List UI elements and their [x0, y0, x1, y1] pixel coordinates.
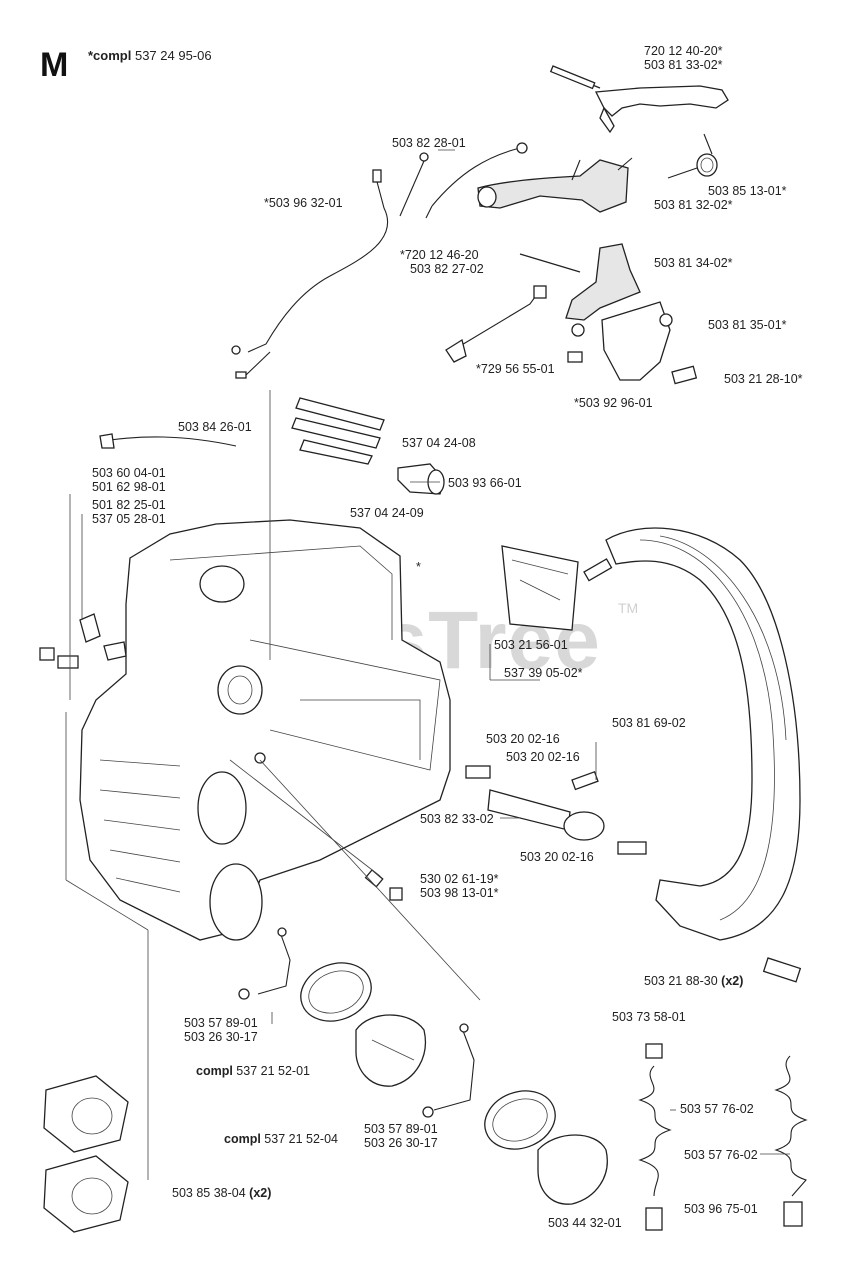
compl-number: 537 24 95-06: [134, 48, 212, 63]
leader-lines: [65, 149, 790, 1180]
rubber-buffer-lower: [43, 1155, 129, 1233]
rubber-buffer-upper: [43, 1075, 129, 1153]
screw-small-part: [364, 869, 403, 901]
part-label-l36: *: [416, 560, 421, 574]
rods-part: [291, 397, 385, 465]
part-label-l23: 503 20 02-16: [520, 850, 594, 864]
watermark-tm: TM: [618, 600, 639, 616]
spring-part-1: [638, 1043, 672, 1231]
plug-parts: [39, 613, 127, 669]
part-label-l7: 503 81 35-01*: [708, 318, 787, 332]
part-label-l22: 503 82 33-02: [420, 812, 494, 826]
section-letter: M: [40, 46, 69, 84]
spacer-bolts-part: [465, 765, 647, 855]
part-label-l16: 537 04 24-09: [350, 506, 424, 520]
part-label-l33: 503 85 38-04 (x2): [172, 1186, 272, 1200]
part-label-l12: 537 04 24-08: [402, 436, 476, 450]
part-label-l8: *729 56 55-01: [476, 362, 555, 376]
part-label-l10: *503 92 96-01: [574, 396, 653, 410]
handlebar-tube-part: [605, 527, 802, 983]
part-label-l27: 503 73 58-01: [612, 1010, 686, 1024]
part-label-l2: 503 82 28-01: [392, 136, 466, 150]
part-label-l25: 503 21 88-30 (x2): [644, 974, 744, 988]
part-label-l20: 503 20 02-16: [486, 732, 560, 746]
ignition-wire-part: [231, 152, 429, 379]
part-label-l35: 503 44 32-01: [548, 1216, 622, 1230]
part-label-l31: compl 537 21 52-04: [224, 1132, 338, 1146]
knob-part: [397, 463, 445, 495]
part-label-l6: 503 81 34-02*: [654, 256, 733, 270]
part-label-l4: 503 85 13-01*503 81 32-02*: [654, 184, 787, 212]
part-label-l19: 503 81 69-02: [612, 716, 686, 730]
compl-prefix: *compl: [88, 48, 132, 63]
spring-part-2: [774, 1055, 808, 1227]
part-label-l32: 503 57 76-02: [684, 1148, 758, 1162]
choke-rod-part: [445, 253, 581, 363]
throttle-cable-part: [425, 142, 528, 219]
part-label-l18: 537 39 05-02*: [504, 666, 583, 680]
choke-bracket-part: [565, 243, 698, 385]
part-label-l24: 530 02 61-19*503 98 13-01*: [420, 872, 499, 900]
part-label-l34: 503 96 75-01: [684, 1202, 758, 1216]
assembly-compl-label: *compl 537 24 95-06: [88, 48, 212, 63]
av-mount-lower: [422, 1023, 608, 1205]
crankcase-housing-part: [79, 519, 451, 941]
part-label-l28: compl 537 21 52-01: [196, 1064, 310, 1078]
torsion-spring-part: [667, 133, 718, 179]
part-label-l9: 503 21 28-10*: [724, 372, 803, 386]
part-label-l17: 503 21 56-01: [494, 638, 568, 652]
part-label-l29: 503 57 76-02: [680, 1102, 754, 1116]
filter-cover-part: [501, 545, 613, 631]
part-label-l1: 720 12 40-20*503 81 33-02*: [644, 44, 723, 72]
short-cable-part: [99, 433, 237, 449]
throttle-lever-part: [477, 157, 633, 213]
part-label-l21: 503 20 02-16: [506, 750, 580, 764]
part-label-l3: *503 96 32-01: [264, 196, 343, 210]
av-mount-upper: [238, 927, 426, 1087]
part-label-l13: 503 93 66-01: [448, 476, 522, 490]
part-label-l11: 503 84 26-01: [178, 420, 252, 434]
throttle-trigger-part: [549, 65, 729, 134]
